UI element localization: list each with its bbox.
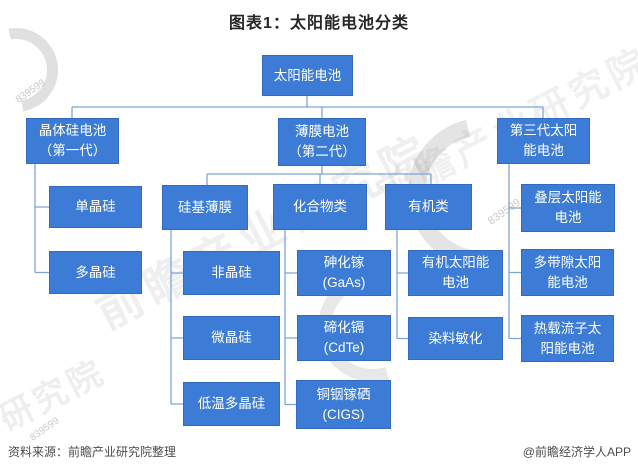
node-third-gen: 第三代太阳 能电池: [497, 118, 590, 164]
node-cigs: 铜铟镓硒 (CIGS): [296, 380, 391, 429]
node-hot-carrier-cell: 热载流子太 阳能电池: [521, 315, 614, 362]
node-microcrystalline-silicon: 微晶硅: [183, 316, 280, 360]
node-thin-film-gen2: 薄膜电池 （第二代）: [278, 118, 366, 166]
node-gaas: 砷化镓 (GaAs): [297, 250, 391, 296]
node-crystalline-silicon-gen1: 晶体硅电池 （第一代）: [26, 118, 119, 164]
node-low-temp-polysilicon: 低温多晶硅: [183, 382, 280, 426]
node-dye-sensitized: 染料敏化: [408, 317, 503, 360]
node-multi-bandgap-cell: 多带隙太阳 能电池: [521, 249, 614, 296]
node-silicon-thin-film: 硅基薄膜: [162, 185, 248, 230]
node-organic-solar-cell: 有机太阳能 电池: [408, 250, 503, 296]
node-cdte: 碲化镉 (CdTe): [297, 315, 391, 361]
node-monocrystalline: 单晶硅: [49, 186, 142, 228]
credit-note: @前瞻经济学人APP: [522, 445, 631, 459]
node-solar-cell: 太阳能电池: [262, 55, 353, 96]
page-title: 图表1：太阳能电池分类: [229, 15, 409, 32]
node-tandem-cell: 叠层太阳能 电池: [521, 184, 615, 232]
node-compound-type: 化合物类: [273, 184, 367, 230]
node-organic-type: 有机类: [385, 184, 472, 230]
node-polycrystalline: 多晶硅: [49, 251, 142, 294]
source-note: 资料来源：前瞻产业研究院整理: [8, 445, 177, 459]
node-amorphous-silicon: 非晶硅: [183, 251, 280, 295]
